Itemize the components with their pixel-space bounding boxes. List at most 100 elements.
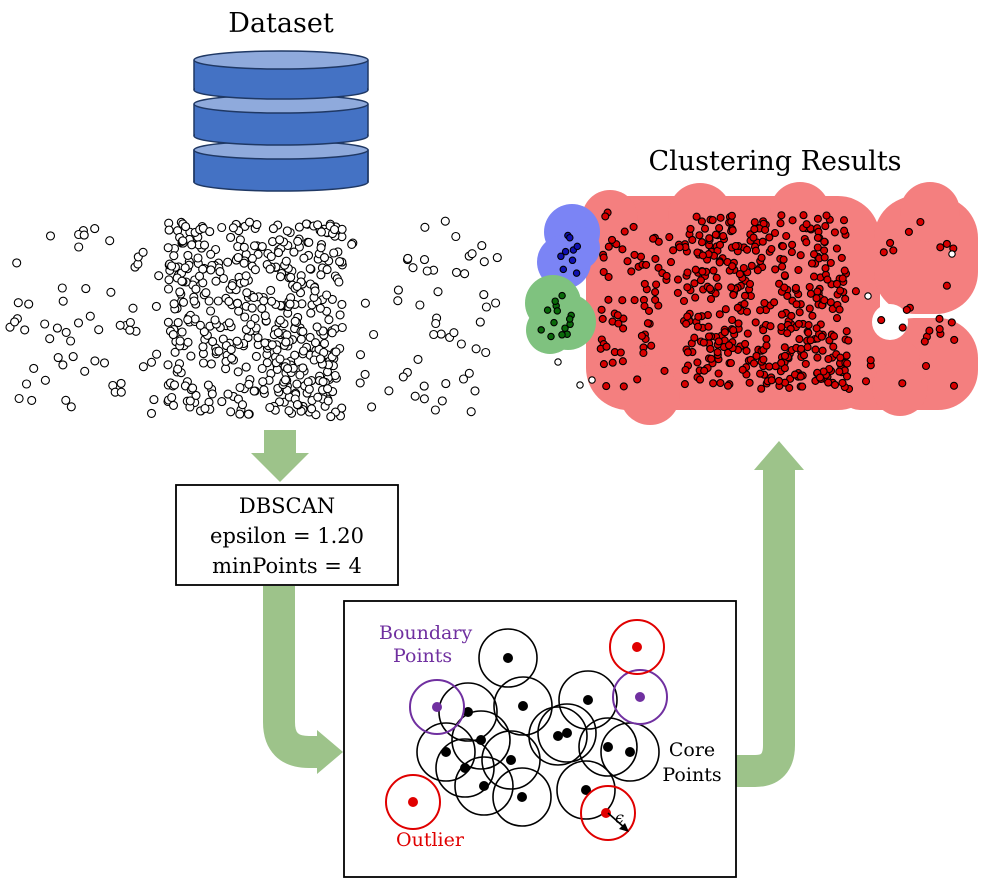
cluster-point-red [698, 267, 707, 276]
cluster-point-red [690, 279, 699, 288]
cluster-point-red [808, 311, 817, 320]
data-point [281, 256, 291, 266]
cluster-point-red [602, 382, 611, 391]
cluster-point-red [767, 244, 776, 254]
data-point [393, 296, 403, 306]
data-point [252, 220, 262, 230]
data-point [360, 298, 370, 308]
data-point [449, 328, 459, 338]
cluster-regions [525, 182, 978, 425]
data-point [213, 296, 223, 306]
data-point [281, 337, 291, 347]
data-point [66, 336, 76, 346]
data-point [226, 345, 236, 355]
cluster-point-red [714, 282, 723, 291]
data-point [217, 222, 227, 233]
cluster-point-red [697, 217, 706, 226]
noise-point [864, 292, 872, 300]
cluster-point-red [839, 216, 849, 225]
data-point [164, 225, 174, 235]
data-point [168, 330, 178, 340]
data-point [224, 296, 234, 306]
data-point [419, 255, 430, 265]
data-point [322, 290, 332, 300]
data-point [422, 266, 432, 276]
data-point [237, 400, 248, 410]
data-point [178, 297, 189, 307]
cluster-point-red [804, 328, 813, 337]
data-point [436, 329, 446, 339]
cluster-point-red [665, 233, 674, 242]
cluster-point-red [851, 287, 860, 296]
data-point [185, 396, 195, 406]
cluster-point-red [766, 322, 775, 331]
outlier-label: Outlier [396, 829, 465, 851]
data-point [154, 271, 164, 281]
cluster-point-red [712, 273, 721, 282]
data-point [337, 299, 347, 309]
cluster-point-red [711, 230, 720, 239]
data-point [360, 369, 370, 379]
cluster-point-red [947, 318, 956, 327]
data-point [183, 315, 193, 325]
data-point [408, 263, 418, 273]
cluster-point-red [704, 322, 713, 331]
cluster-point-red [651, 295, 660, 304]
cluster-point-red [778, 262, 787, 271]
data-point [253, 333, 263, 343]
outlier-circle [609, 619, 665, 675]
cluster-point-red [815, 373, 825, 382]
cluster-point-blue [573, 242, 582, 251]
cluster-point-red [691, 265, 700, 274]
data-point [106, 287, 116, 297]
cluster-point-red [826, 258, 835, 267]
cluster-point-red [805, 304, 814, 313]
data-point [419, 394, 429, 404]
data-point [208, 337, 218, 347]
data-point [318, 377, 328, 387]
data-point [355, 350, 366, 360]
boundary-point [432, 702, 442, 712]
data-point [173, 364, 183, 374]
data-point [13, 298, 23, 308]
cluster-point-red [787, 248, 796, 257]
cluster-point-red [921, 361, 931, 371]
cluster-point-red [936, 243, 945, 252]
cluster-point-red [724, 341, 734, 350]
cluster-point-red [842, 327, 851, 336]
database-disk-3 [193, 140, 369, 192]
cluster-point-red [673, 288, 682, 297]
core-circle [528, 706, 588, 766]
cluster-point-red [723, 381, 733, 390]
data-point [240, 312, 250, 322]
cluster-point-red [799, 211, 808, 220]
cluster-point-blue [572, 269, 581, 277]
cluster-point-red [633, 375, 642, 384]
cluster-point-red [619, 324, 628, 333]
cluster-point-red [812, 294, 821, 303]
data-point [275, 315, 285, 325]
core-point [553, 731, 563, 741]
green-cluster-region [525, 275, 596, 354]
data-point [146, 408, 157, 418]
cluster-point-red [752, 351, 761, 360]
data-point [211, 276, 221, 286]
cluster-point-red [774, 376, 784, 385]
outlier-neighborhoods [385, 619, 665, 841]
cluster-point-red [734, 319, 743, 328]
cluster-point-red [817, 332, 826, 341]
data-point [460, 269, 470, 279]
data-point [138, 247, 148, 257]
data-point [193, 253, 203, 263]
data-point [451, 231, 461, 242]
data-point [204, 296, 214, 306]
cluster-point-red [714, 337, 723, 346]
dbscan-explanation-box: ϵ Boundary Points Core Points Outlier [343, 600, 737, 878]
cluster-point-red [639, 348, 648, 358]
data-point [259, 296, 269, 306]
data-point [183, 337, 193, 347]
data-point [163, 317, 173, 327]
data-point [246, 319, 256, 330]
cluster-point-red [601, 212, 610, 221]
data-point [322, 265, 332, 275]
